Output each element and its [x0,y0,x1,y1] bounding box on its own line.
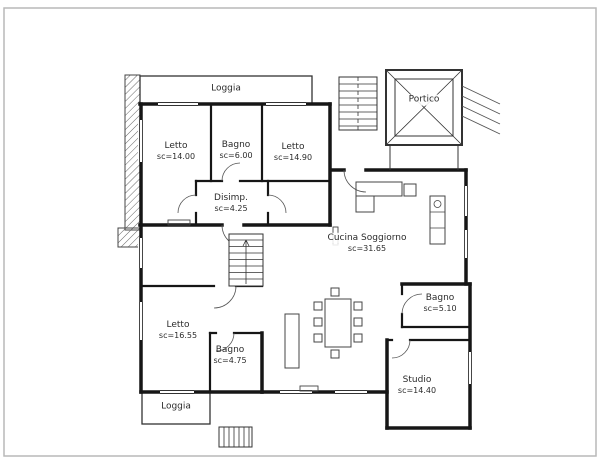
entry-steps-icon [338,76,378,131]
exterior-steps-icon [218,426,253,448]
side-steps-hatch [461,85,501,135]
loggia-top-outline [139,75,313,105]
kitchen-counter-icon [429,195,446,245]
exterior-walls [138,102,472,430]
portico-canopy-icon [385,69,463,170]
kitchen-island-icon [284,313,300,369]
door-arcs [177,162,423,359]
hatched-wall-strip [117,74,142,248]
interior-walls [139,102,472,394]
loggia-bottom-outline [141,391,211,425]
dining-table-icon [313,287,363,359]
windows [138,101,473,395]
sofa-icon [355,181,417,213]
scan-border [3,7,597,457]
staircase-icon [228,233,264,287]
